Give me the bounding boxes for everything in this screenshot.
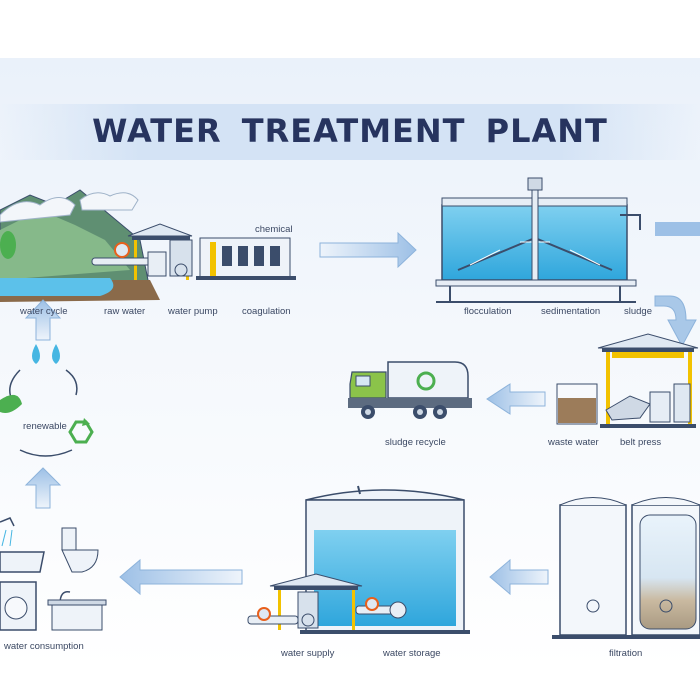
river-plant-tree — [0, 231, 16, 259]
washing-machine-icon — [0, 581, 37, 631]
label-sludge: sludge — [624, 306, 652, 317]
arrow-to-flocculation — [319, 231, 417, 269]
label-sludge-recycle: sludge recycle — [385, 437, 446, 448]
coagulation-building — [196, 237, 296, 280]
label-water-cycle: water cycle — [20, 306, 68, 317]
title-band — [0, 104, 700, 160]
recycle-icon — [68, 418, 94, 444]
sludge-truck — [348, 361, 472, 419]
shower-icon — [0, 517, 15, 547]
water-storage-tank — [300, 485, 470, 634]
label-waste-water: waste water — [548, 437, 599, 448]
bathtub-icon — [0, 551, 45, 573]
diagram-title: WATER TREATMENT PLANT — [92, 112, 608, 150]
label-coagulation: coagulation — [242, 306, 291, 317]
toilet-icon — [61, 527, 99, 573]
arrow-up-to-renewable — [24, 467, 62, 509]
label-water-consumption: water consumption — [4, 641, 84, 652]
water-pump-house — [91, 223, 193, 280]
arrow-to-water-consumption — [119, 558, 243, 596]
label-sedimentation: sedimentation — [541, 306, 601, 317]
label-flocculation: flocculation — [464, 306, 512, 317]
sedimentation-tank — [435, 177, 641, 303]
label-water-pump: water pump — [168, 306, 218, 317]
waste-water-tank — [556, 383, 598, 425]
leaf-icon — [0, 394, 22, 413]
arrow-to-water-storage — [489, 558, 549, 596]
arrow-to-sludge-right — [655, 222, 700, 236]
arrow-up-to-water-cycle — [24, 299, 62, 341]
filtration-tanks — [552, 497, 700, 639]
kitchen-sink-icon — [47, 591, 107, 631]
label-filtration: filtration — [609, 648, 643, 659]
label-water-storage: water storage — [383, 648, 441, 659]
arrow-bend-to-belt-press — [654, 295, 697, 348]
arrow-to-sludge-recycle — [486, 383, 546, 415]
water-drops — [32, 344, 60, 364]
label-renewable: renewable — [23, 421, 67, 432]
label-water-supply: water supply — [281, 648, 335, 659]
label-raw-water: raw water — [104, 306, 146, 317]
belt-press-house — [597, 333, 699, 428]
label-chemical: chemical — [255, 224, 293, 235]
renewable-cycle-arrows — [9, 369, 78, 457]
water-supply-pump — [247, 573, 407, 630]
label-belt-press: belt press — [620, 437, 662, 448]
